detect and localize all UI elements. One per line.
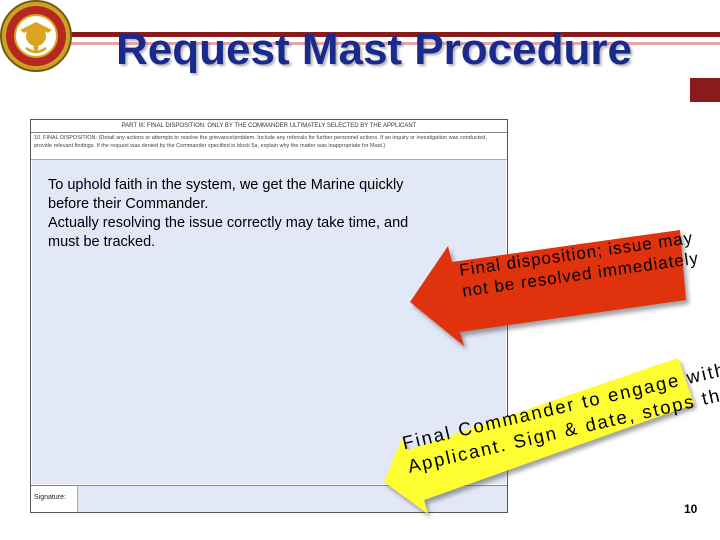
intro-line: before their Commander. (48, 196, 209, 212)
intro-line: Actually resolving the issue correctly m… (48, 215, 409, 231)
page-title: Request Mast Procedure (116, 25, 632, 74)
intro-line: To uphold faith in the system, we get th… (48, 177, 404, 193)
signature-label: Signature: (34, 494, 66, 501)
intro-text: To uphold faith in the system, we get th… (48, 176, 458, 252)
page-number: 10 (684, 502, 698, 516)
intro-line: must be tracked. (48, 234, 156, 250)
signature-row: Signature: (31, 485, 507, 512)
signature-field[interactable] (77, 486, 507, 512)
usmc-seal-icon (0, 0, 72, 72)
form-block-10-instructions: 10. FINAL DISPOSITION: (Detail any actio… (31, 133, 507, 160)
form-part-header: PART III: FINAL DISPOSITION: ONLY BY THE… (31, 120, 507, 133)
